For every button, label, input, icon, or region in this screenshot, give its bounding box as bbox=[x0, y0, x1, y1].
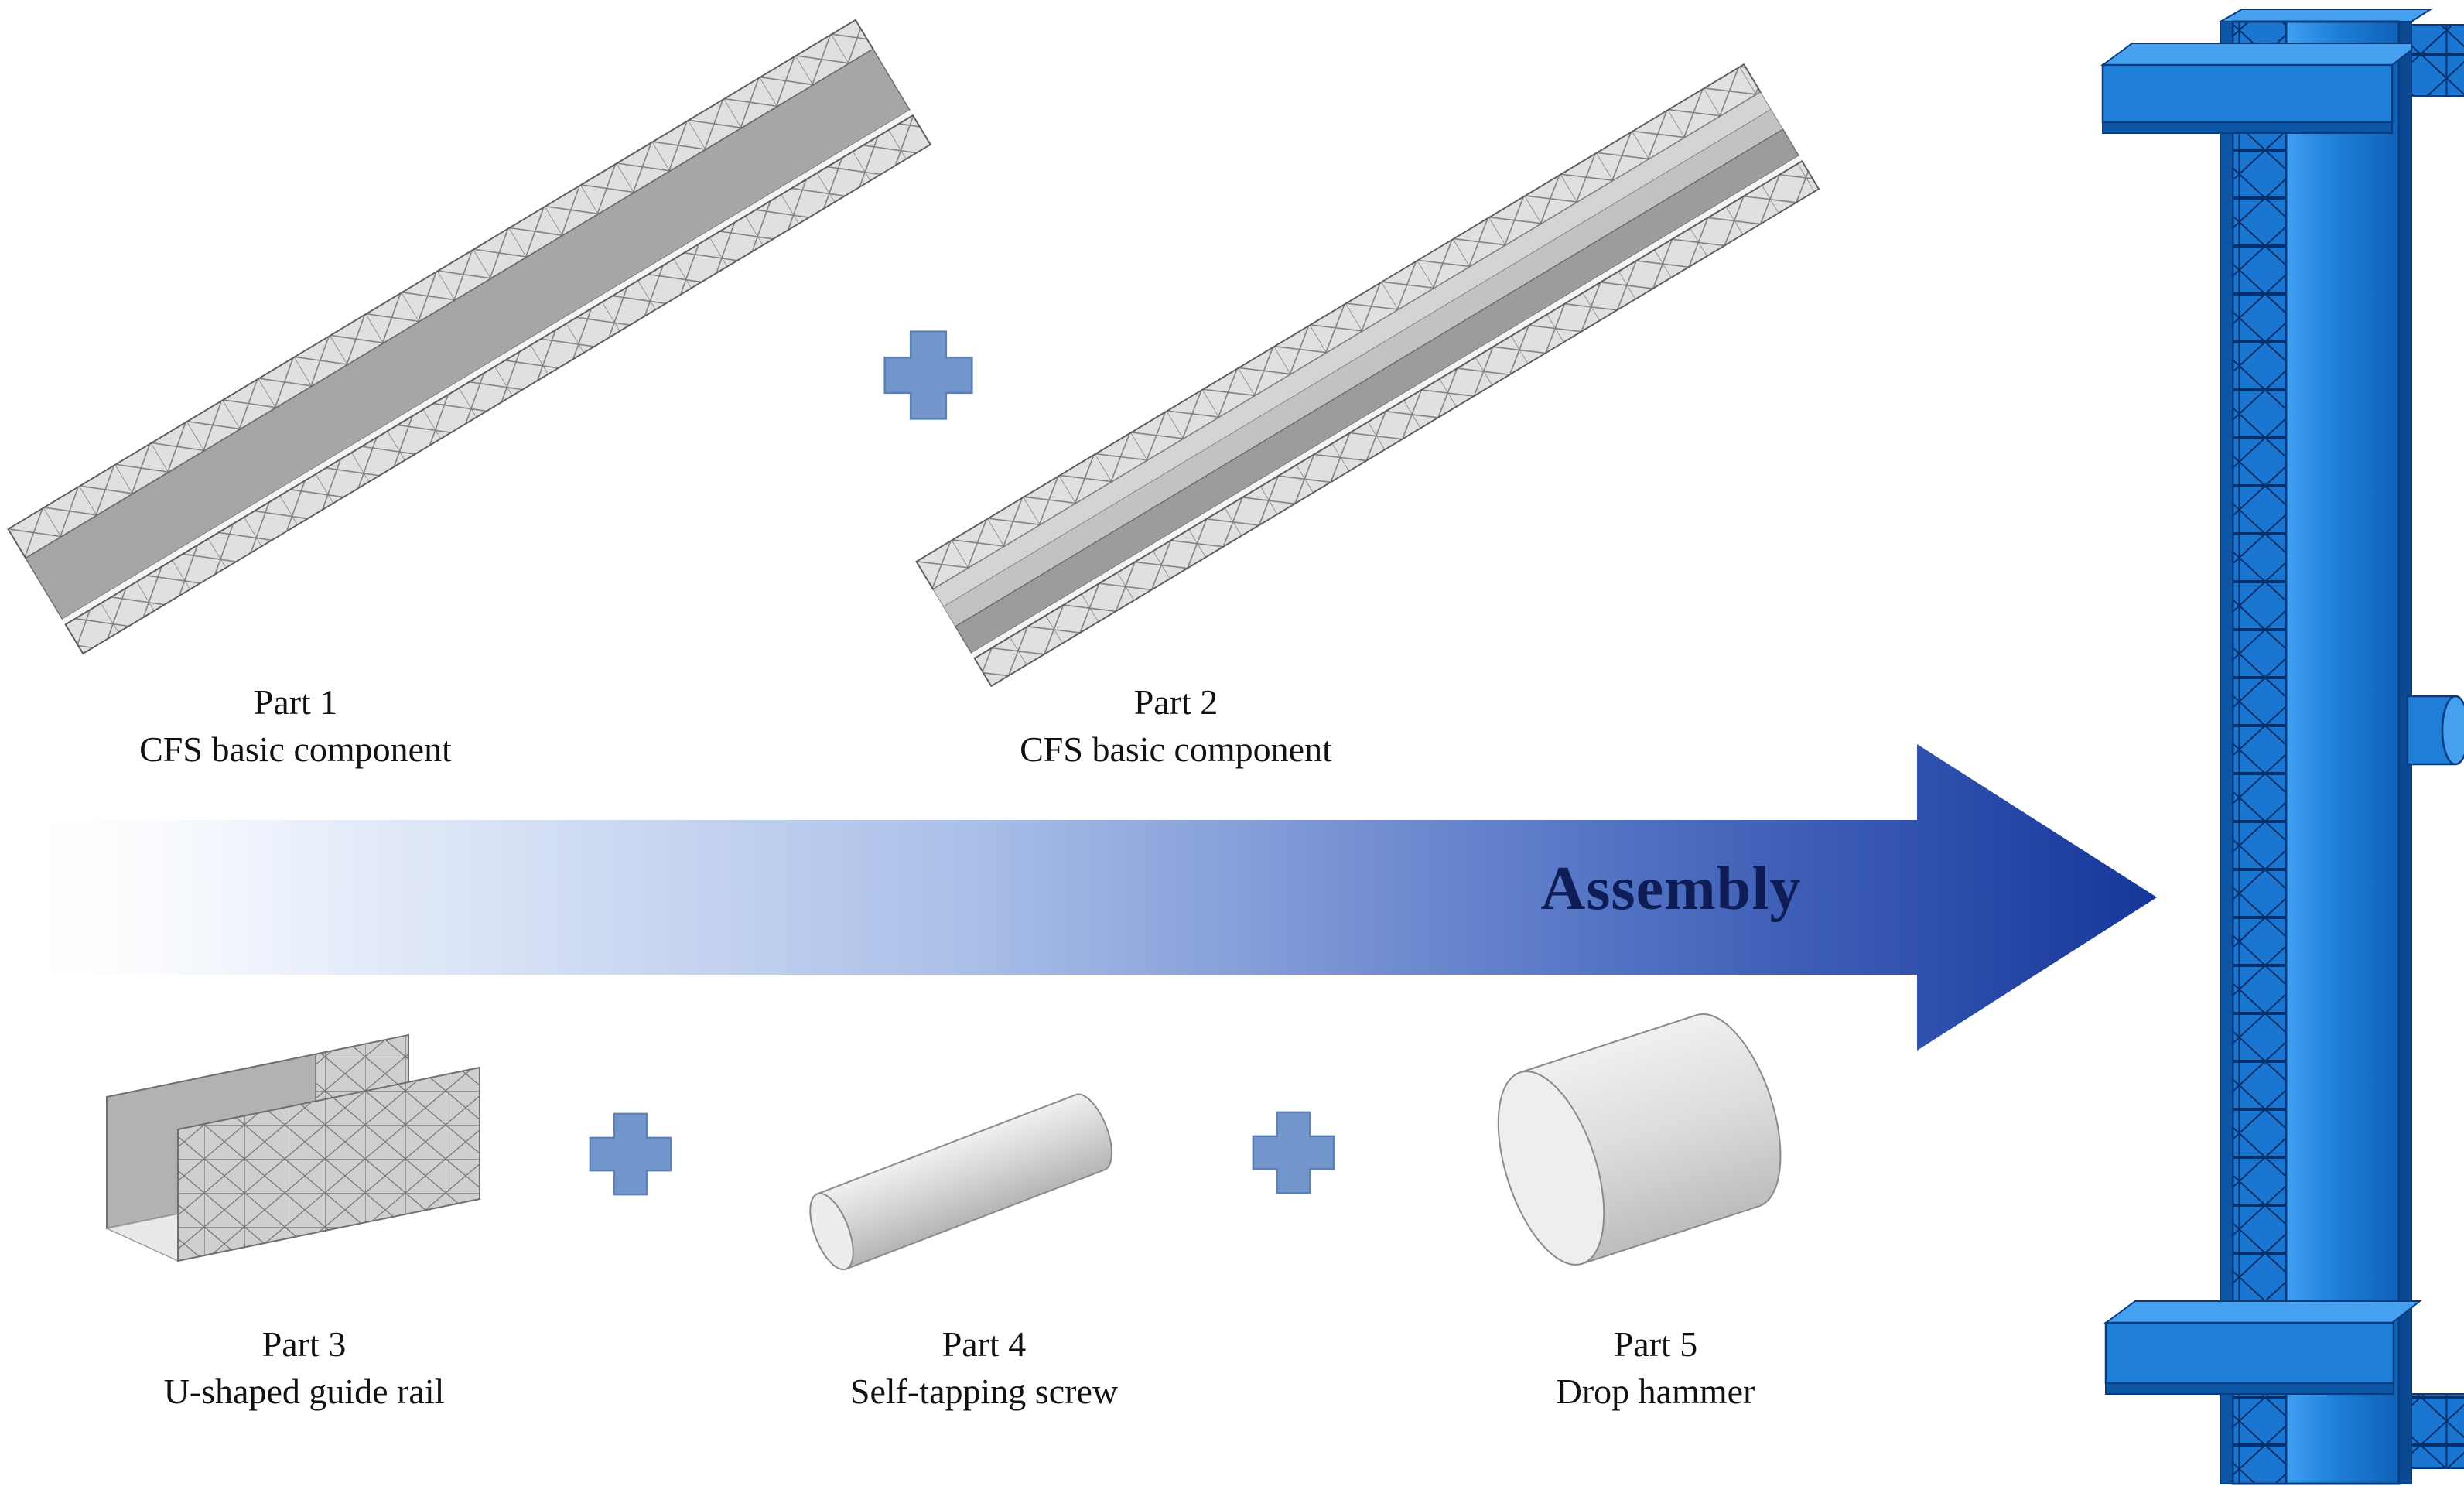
part1-subtitle: CFS basic component bbox=[139, 729, 452, 769]
part5-hammer-figure bbox=[1497, 1013, 1782, 1266]
part4-label: Part 4 Self-tapping screw bbox=[752, 1321, 1216, 1415]
part5-title: Part 5 bbox=[1613, 1324, 1698, 1364]
plus-icon bbox=[589, 1112, 672, 1196]
part4-title: Part 4 bbox=[942, 1324, 1027, 1364]
part2-beam-figure bbox=[915, 63, 1820, 688]
part2-title: Part 2 bbox=[1133, 682, 1218, 722]
part3-label: Part 3 U-shaped guide rail bbox=[72, 1321, 536, 1415]
part4-screw-figure bbox=[809, 1093, 1112, 1271]
assembled-model-figure bbox=[2100, 9, 2464, 1485]
part2-subtitle: CFS basic component bbox=[1020, 729, 1332, 769]
plus-icon bbox=[883, 330, 973, 420]
part2-label: Part 2 CFS basic component bbox=[944, 679, 1408, 773]
assembly-label: Assembly bbox=[1540, 855, 1802, 923]
part1-beam-figure bbox=[7, 19, 932, 655]
plus-icon bbox=[1252, 1111, 1335, 1194]
part5-subtitle: Drop hammer bbox=[1556, 1371, 1755, 1411]
part1-title: Part 1 bbox=[253, 682, 338, 722]
part3-subtitle: U-shaped guide rail bbox=[163, 1371, 445, 1411]
part4-subtitle: Self-tapping screw bbox=[849, 1371, 1119, 1411]
part3-title: Part 3 bbox=[261, 1324, 347, 1364]
part5-label: Part 5 Drop hammer bbox=[1423, 1321, 1888, 1415]
part1-label: Part 1 CFS basic component bbox=[63, 679, 528, 773]
assembly-arrow bbox=[0, 744, 2157, 1051]
part3-uchannel-figure bbox=[104, 1033, 482, 1262]
